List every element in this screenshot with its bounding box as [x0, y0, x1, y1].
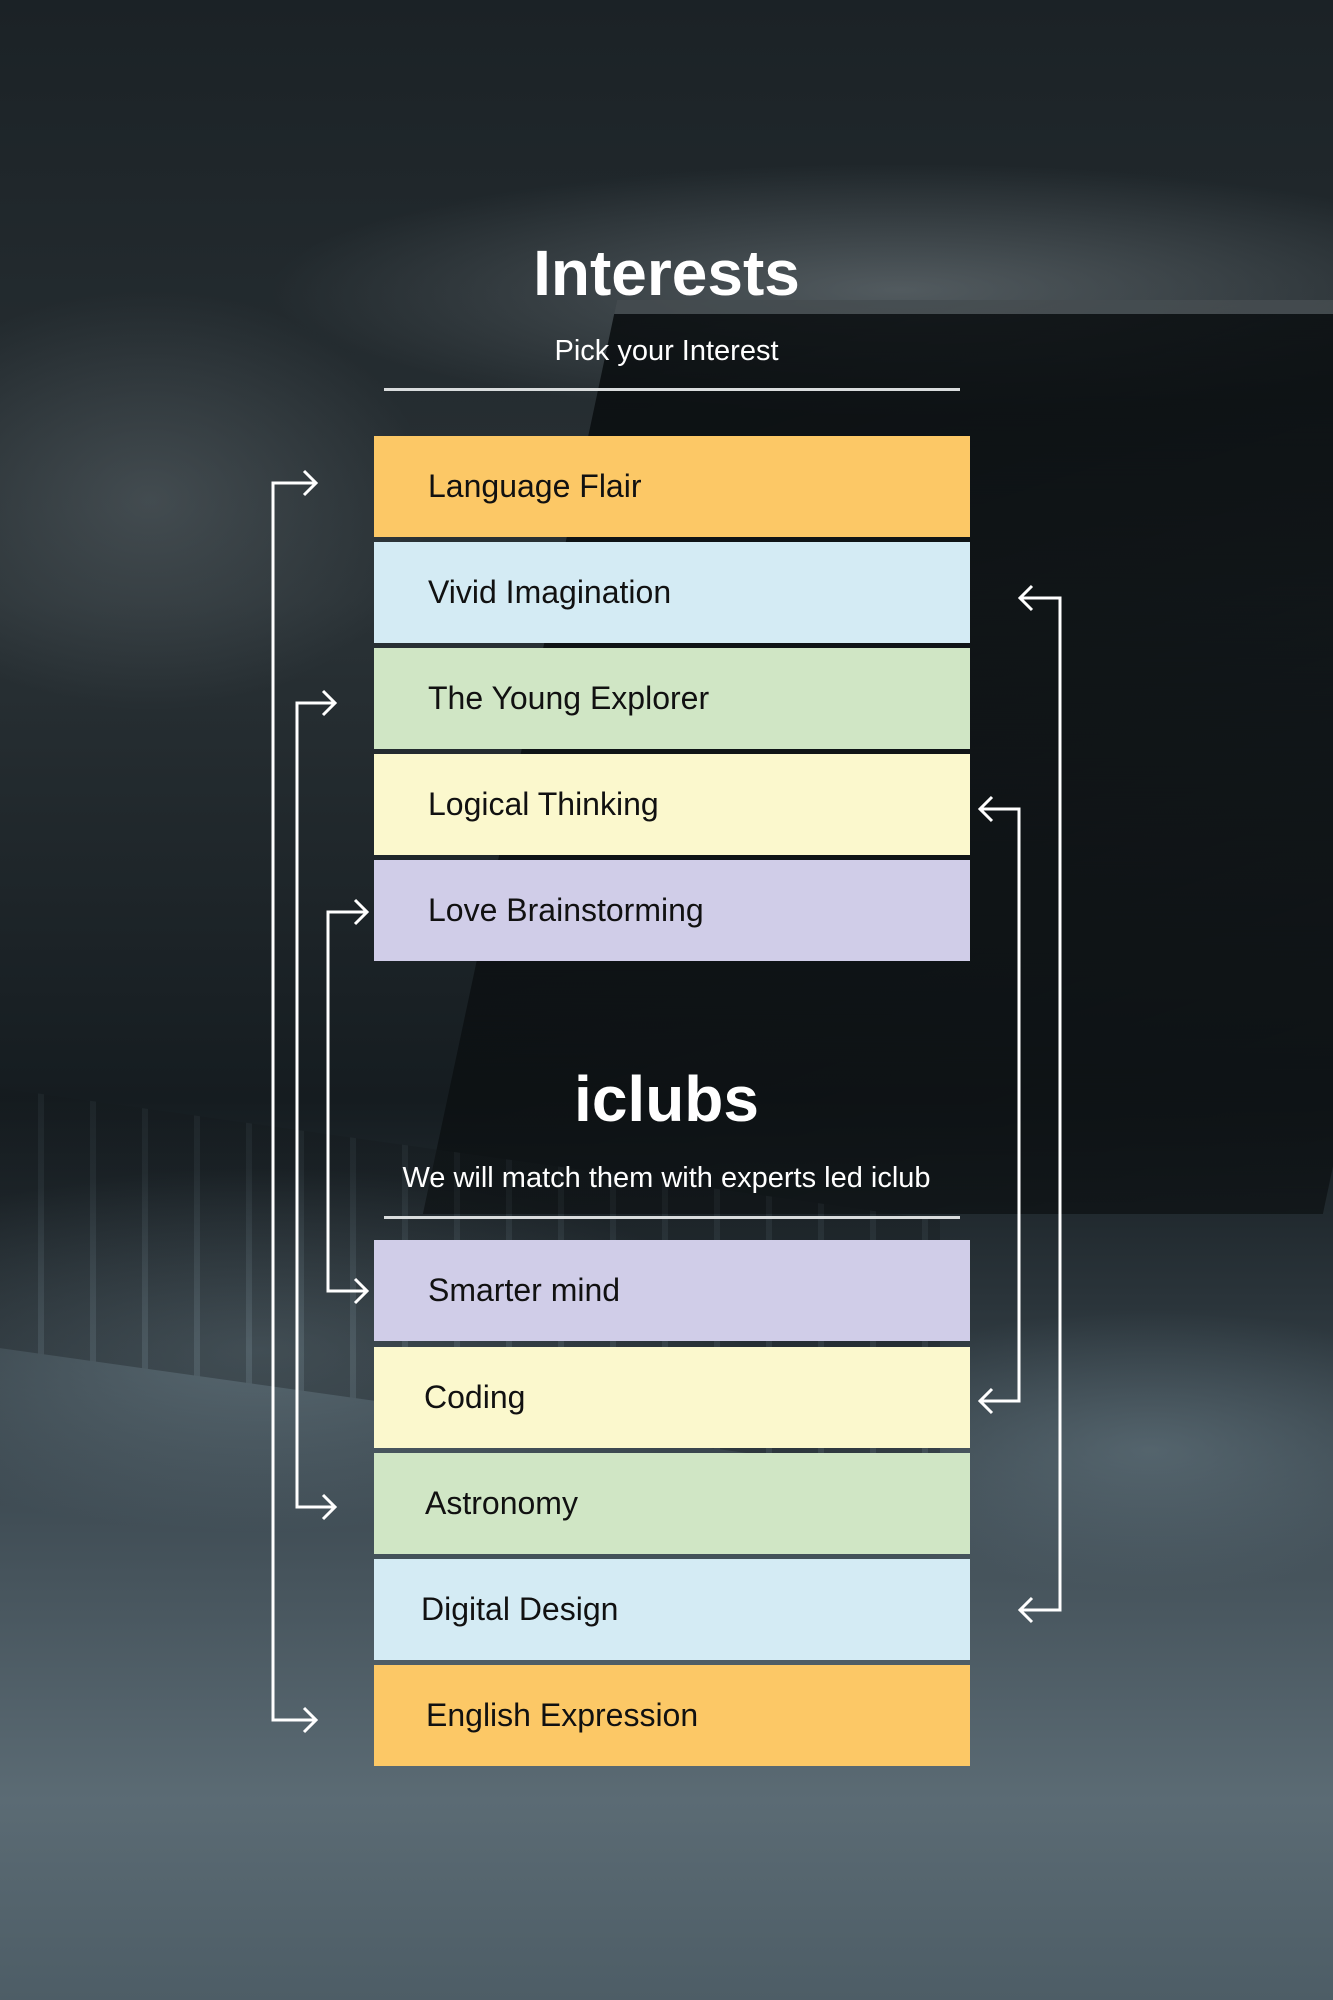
interest-item-label: Language Flair	[428, 468, 642, 504]
interests-divider	[384, 388, 960, 391]
interests-title: Interests	[533, 237, 800, 309]
iclub-item-label: Astronomy	[425, 1485, 578, 1521]
iclub-item-coding[interactable]: Coding	[374, 1347, 970, 1448]
arrow-head-icon	[321, 1493, 338, 1521]
iclub-item-astronomy[interactable]: Astronomy	[374, 1453, 970, 1554]
interest-item-label: Love Brainstorming	[428, 892, 704, 928]
connector-line-language-english	[271, 481, 316, 1722]
interest-item-young-explorer[interactable]: The Young Explorer	[374, 648, 970, 749]
arrow-head-icon	[353, 898, 370, 926]
arrow-head-icon	[1017, 1596, 1034, 1624]
interest-item-label: Vivid Imagination	[428, 574, 672, 610]
arrow-head-icon	[977, 795, 994, 823]
connector-line-brainstorming-smarter	[326, 910, 367, 1293]
interests-subtitle: Pick your Interest	[554, 335, 779, 367]
iclub-item-label: English Expression	[426, 1697, 699, 1733]
interest-item-label: Logical Thinking	[428, 786, 659, 822]
iclub-item-label: Coding	[424, 1379, 526, 1415]
arrow-head-icon	[353, 1277, 370, 1305]
arrow-head-icon	[302, 1706, 319, 1734]
iclubs-divider	[384, 1216, 960, 1219]
interest-item-love-brainstorming[interactable]: Love Brainstorming	[374, 860, 970, 961]
connector-line-vivid-digital	[1020, 596, 1062, 1612]
iclub-item-smarter-mind[interactable]: Smarter mind	[374, 1240, 970, 1341]
iclub-item-label: Digital Design	[421, 1591, 619, 1627]
iclub-item-label: Smarter mind	[428, 1272, 621, 1308]
interest-item-label: The Young Explorer	[428, 680, 710, 716]
iclubs-subtitle: We will match them with experts led iclu…	[402, 1162, 931, 1194]
connector-line-logical-coding	[980, 807, 1021, 1403]
arrow-head-icon	[1017, 584, 1034, 612]
arrow-head-icon	[321, 689, 338, 717]
iclub-item-english-expression[interactable]: English Expression	[374, 1665, 970, 1766]
interest-item-vivid-imagination[interactable]: Vivid Imagination	[374, 542, 970, 643]
arrow-head-icon	[977, 1387, 994, 1415]
arrow-head-icon	[302, 469, 319, 497]
connector-line-explorer-astronomy	[295, 701, 335, 1509]
iclubs-title: iclubs	[574, 1063, 759, 1135]
interest-item-language-flair[interactable]: Language Flair	[374, 436, 970, 537]
iclub-item-digital-design[interactable]: Digital Design	[374, 1559, 970, 1660]
interest-item-logical-thinking[interactable]: Logical Thinking	[374, 754, 970, 855]
